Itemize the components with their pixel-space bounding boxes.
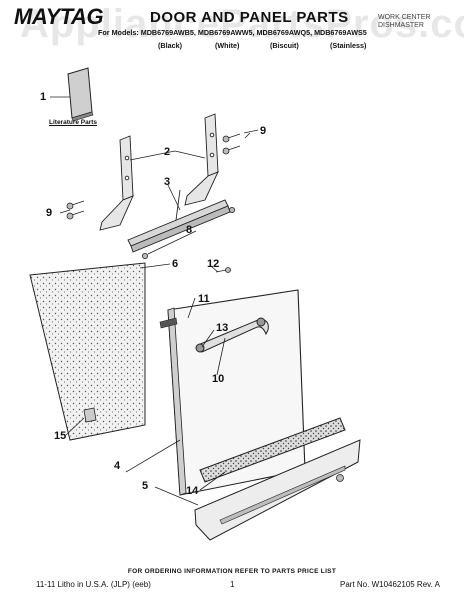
right-block-line-1: WORK CENTER bbox=[378, 14, 431, 21]
callout-6: 6 bbox=[172, 258, 179, 270]
callout-12: 12 bbox=[207, 258, 220, 270]
brand-logo: MAYTAG bbox=[14, 4, 104, 29]
toe-panel bbox=[194, 417, 361, 541]
variant-white: (White) bbox=[215, 41, 240, 50]
callout-1: 1 bbox=[40, 91, 47, 103]
callout-9-left: 9 bbox=[46, 207, 53, 219]
callout-leaders bbox=[59, 132, 251, 506]
page-title: DOOR AND PANEL PARTS bbox=[150, 9, 349, 26]
callout-14: 14 bbox=[186, 485, 199, 497]
mounting-rail bbox=[127, 189, 231, 253]
page-number: 1 bbox=[230, 580, 235, 589]
insulation-panel bbox=[29, 262, 146, 441]
callout-11: 11 bbox=[198, 293, 210, 305]
callout-2: 2 bbox=[164, 146, 171, 158]
callout-4: 4 bbox=[114, 460, 121, 472]
hinge-screws-left bbox=[66, 200, 85, 220]
callout-5: 5 bbox=[142, 480, 149, 492]
rail-screws bbox=[141, 206, 235, 259]
litho-info: 11-11 Litho in U.S.A. (JLP) (eeb) bbox=[36, 580, 151, 589]
part-number: Part No. W10462105 Rev. A bbox=[340, 580, 440, 589]
hinge-screws-right bbox=[222, 129, 259, 155]
door-handle bbox=[195, 317, 269, 353]
clip bbox=[83, 407, 97, 423]
ordering-note: FOR ORDERING INFORMATION REFER TO PARTS … bbox=[127, 568, 337, 575]
hinge-bracket-left bbox=[99, 135, 134, 231]
literature-parts-label: Literature Parts bbox=[49, 119, 98, 126]
callout-3: 3 bbox=[164, 176, 171, 188]
callout-10: 10 bbox=[212, 373, 225, 385]
hinge-bracket-right bbox=[184, 113, 219, 206]
variant-stainless: (Stainless) bbox=[330, 41, 367, 50]
header-right-block: WORK CENTER DISHMASTER bbox=[378, 14, 431, 30]
callout-15: 15 bbox=[54, 430, 67, 442]
right-block-line-2: DISHMASTER bbox=[378, 22, 424, 29]
variant-biscuit: (Biscuit) bbox=[270, 41, 299, 50]
model-list: For Models: MDB6769AWB5, MDB6769AWW5, MD… bbox=[98, 28, 367, 37]
callout-8: 8 bbox=[186, 224, 193, 236]
literature-booklet bbox=[50, 67, 94, 122]
callout-9-right: 9 bbox=[260, 125, 267, 137]
watermark: AppliancePartsPros.com bbox=[20, 2, 464, 46]
callout-13: 13 bbox=[216, 322, 229, 334]
variant-black: (Black) bbox=[158, 41, 182, 50]
